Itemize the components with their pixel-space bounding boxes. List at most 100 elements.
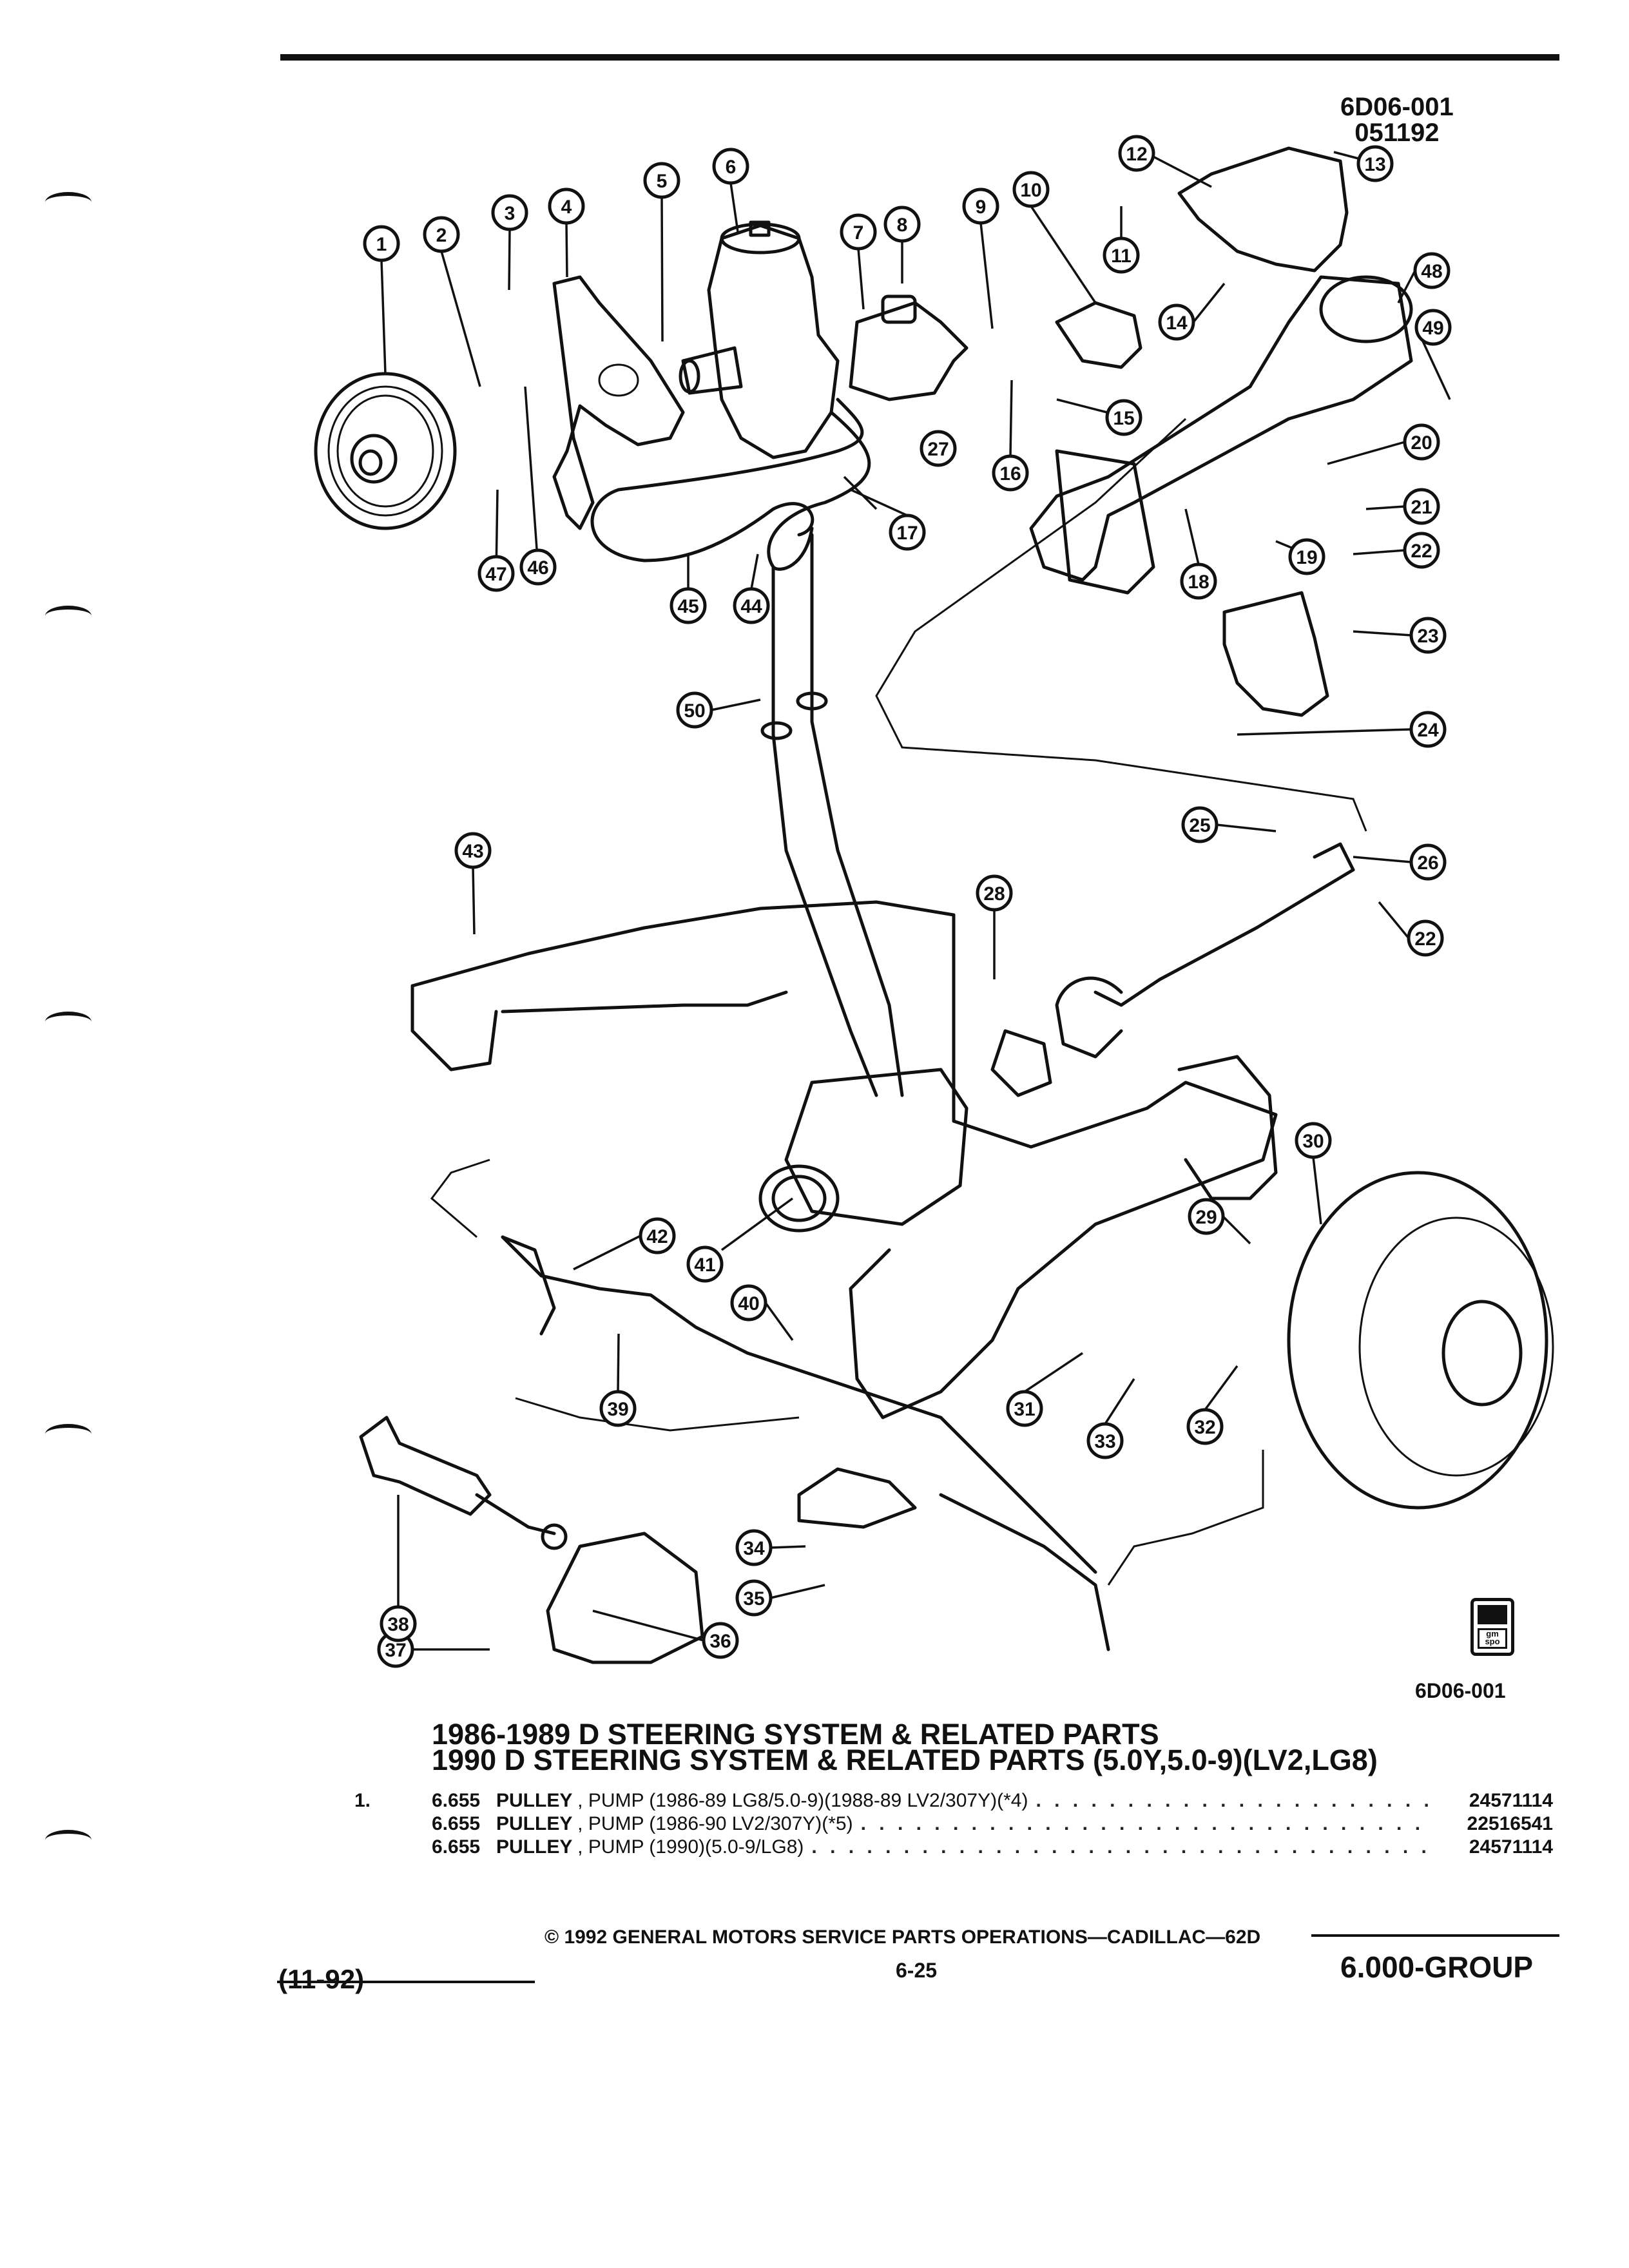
margin-mark [45, 1830, 92, 1850]
group-number: 6.655 [432, 1836, 481, 1858]
callout-number: 34 [743, 1538, 765, 1559]
steering-column-drawing [1029, 275, 1413, 595]
callout-40: 40 [730, 1284, 767, 1321]
routing-line [1107, 1450, 1264, 1586]
figure-code-bottom: 6D06-001 [1415, 1679, 1506, 1702]
callout-3: 3 [491, 194, 528, 231]
callout-28: 28 [976, 874, 1013, 912]
callout-number: 28 [983, 883, 1005, 905]
callout-26: 26 [1409, 843, 1447, 881]
callout-number: 18 [1188, 572, 1209, 593]
callout-number: 45 [677, 596, 699, 617]
callout-number: 37 [385, 1640, 406, 1661]
exploded-parts-diagram: 1 2 3 4 5 6 7 8 9 10 11 12 13 14 15 16 1… [314, 135, 1554, 1668]
callout-49: 49 [1414, 309, 1452, 346]
callout-1: 1 [363, 225, 400, 262]
callout-number: 44 [740, 596, 762, 617]
parts-row: 6.655 PULLEY , PUMP (1990)(5.0-9/LG8) 24… [354, 1836, 1553, 1860]
parts-row: 6.655 PULLEY , PUMP (1986-90 LV2/307Y)(*… [354, 1813, 1553, 1836]
damper-bracket-drawing [546, 1532, 704, 1664]
callout-number: 50 [684, 700, 705, 722]
callout-number: 12 [1126, 144, 1147, 165]
callout-number: 8 [897, 215, 908, 236]
callout-number: 26 [1417, 852, 1438, 874]
callout-number: 38 [387, 1614, 409, 1635]
callout-36: 36 [702, 1622, 739, 1659]
logo-text: gm spo [1478, 1628, 1507, 1649]
callout-41: 41 [686, 1245, 724, 1283]
callout-20: 20 [1403, 423, 1440, 461]
column-retainer-plate-drawing [1222, 591, 1329, 717]
callout-number: 1 [376, 234, 387, 255]
callout-31: 31 [1006, 1390, 1043, 1427]
callout-number: 43 [462, 841, 483, 862]
callout-number: 13 [1364, 154, 1385, 175]
callout-48: 48 [1413, 252, 1451, 289]
callout-45: 45 [670, 587, 707, 624]
part-number: 24571114 [1469, 1790, 1553, 1811]
callout-number: 14 [1166, 312, 1188, 334]
routing-line [515, 1397, 800, 1432]
part-number: 22516541 [1467, 1813, 1553, 1834]
callout-number: 46 [527, 557, 548, 579]
section-title: 1986-1989 D STEERING SYSTEM & RELATED PA… [432, 1718, 1378, 1776]
pump-drawing [679, 220, 840, 459]
figure-code: 6D06-001 [1340, 93, 1454, 121]
callout-number: 17 [896, 523, 918, 544]
callout-number: 36 [709, 1631, 731, 1652]
callout-2: 2 [423, 216, 460, 253]
title-line-2: 1990 D STEERING SYSTEM & RELATED PARTS (… [432, 1744, 1378, 1776]
callout-19: 19 [1288, 538, 1325, 575]
callout-18: 18 [1180, 562, 1217, 600]
callout-16: 16 [992, 454, 1029, 492]
callout-5: 5 [643, 162, 680, 199]
footer-copyright: © 1992 GENERAL MOTORS SERVICE PARTS OPER… [545, 1927, 1261, 1948]
leader-dots [861, 1813, 1429, 1835]
o-ring-drawing [760, 721, 793, 740]
callout-number: 20 [1411, 432, 1432, 454]
group-number: 6.655 [432, 1790, 481, 1811]
callout-number: 19 [1296, 547, 1317, 568]
callout-number: 32 [1194, 1417, 1215, 1438]
callout-22: 22 [1403, 532, 1440, 569]
callout-number: 15 [1113, 408, 1134, 429]
callout-number: 25 [1189, 815, 1210, 836]
footer-date: (11-92) [278, 1964, 365, 1994]
callout-6: 6 [712, 148, 749, 185]
callout-number: 33 [1094, 1431, 1115, 1452]
title-line-1: 1986-1989 D STEERING SYSTEM & RELATED PA… [432, 1718, 1159, 1751]
callout-39: 39 [599, 1390, 637, 1427]
pulley-drawing [314, 372, 457, 530]
callout-number: 27 [927, 439, 949, 460]
part-name: PULLEY , PUMP (1986-89 LG8/5.0-9)(1988-8… [496, 1790, 1028, 1811]
callout-13: 13 [1356, 145, 1394, 182]
callout-number: 30 [1302, 1131, 1324, 1152]
callout-number: 24 [1417, 720, 1439, 741]
callout-9: 9 [962, 187, 999, 225]
callout-14: 14 [1158, 303, 1195, 341]
support-bracket-drawing [1055, 301, 1142, 369]
callout-38: 38 [380, 1605, 417, 1642]
callout-27: 27 [920, 430, 957, 467]
callout-number: 9 [976, 197, 987, 218]
callout-35: 35 [735, 1579, 773, 1617]
item-number: 1. [354, 1790, 371, 1811]
callout-10: 10 [1012, 171, 1050, 208]
callout-number: 16 [999, 463, 1021, 485]
part-name: PULLEY , PUMP (1986-90 LV2/307Y)(*5) [496, 1813, 853, 1834]
callout-number: 31 [1014, 1399, 1035, 1420]
figure-date: 051192 [1354, 119, 1440, 147]
callout-33: 33 [1086, 1422, 1124, 1459]
callout-number: 42 [646, 1226, 668, 1247]
pump-mount-bracket-drawing [849, 294, 969, 401]
callout-32: 32 [1186, 1408, 1224, 1445]
callout-15: 15 [1105, 399, 1142, 436]
steering-linkage-drawing [501, 1235, 1110, 1651]
callout-number: 47 [485, 564, 506, 585]
parts-row: 1. 6.655 PULLEY , PUMP (1986-89 LG8/5.0-… [354, 1790, 1553, 1813]
callout-number: 49 [1422, 318, 1443, 339]
brake-rotor-drawing [1287, 1171, 1554, 1510]
callout-21: 21 [1403, 488, 1440, 525]
leader-lines [380, 151, 1451, 1651]
